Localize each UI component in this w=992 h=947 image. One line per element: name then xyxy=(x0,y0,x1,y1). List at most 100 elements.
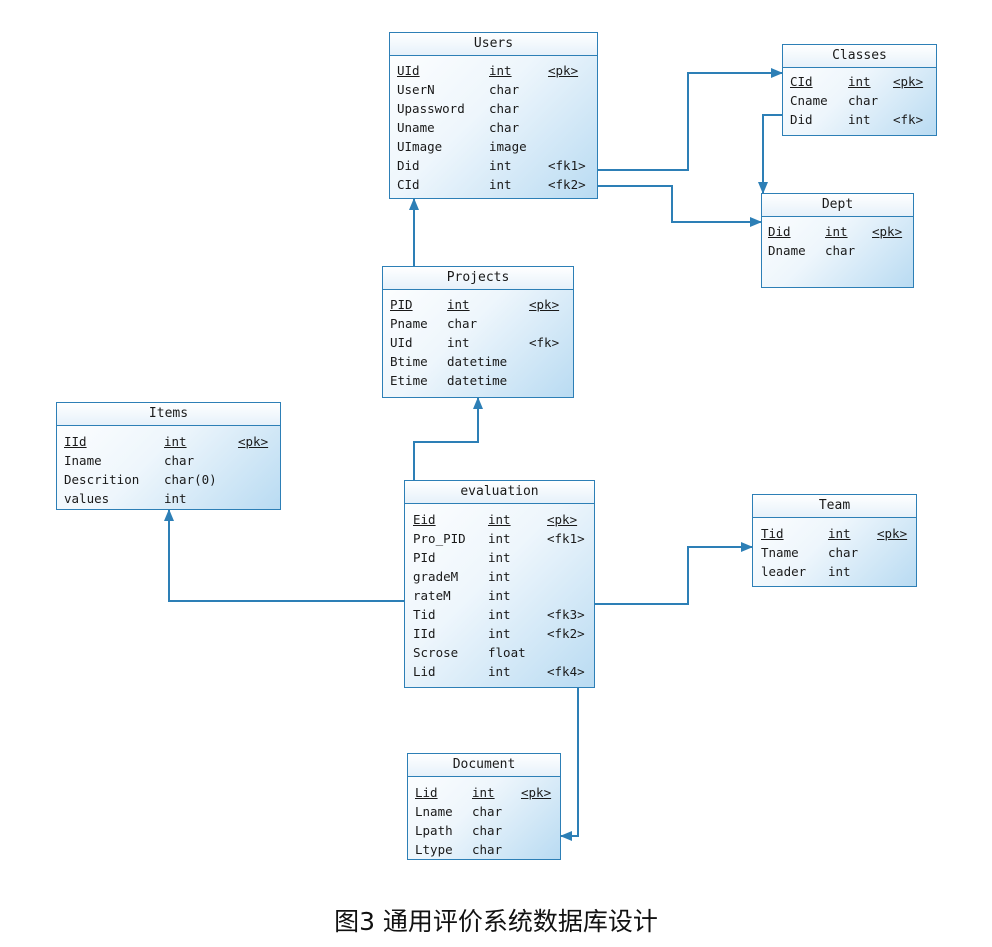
attribute-name: gradeM xyxy=(413,569,459,584)
entity-items[interactable]: Items IId int <pk> Iname char Descrition… xyxy=(56,402,281,510)
attribute-name: CId xyxy=(397,177,420,192)
attribute-name: Etime xyxy=(390,373,428,388)
entity-team[interactable]: Team Tid int <pk> Tname char leader int xyxy=(752,494,917,587)
attribute-key: <pk> xyxy=(893,74,924,89)
attribute-row: UserN char xyxy=(390,80,597,99)
attribute-name: Pro_PID xyxy=(413,531,466,546)
attribute-name: Lpath xyxy=(415,823,453,838)
attribute-row: Pname char xyxy=(383,314,573,333)
entity-title: Projects xyxy=(383,267,573,290)
attribute-name: Did xyxy=(397,158,420,173)
attribute-row: UImage image xyxy=(390,137,597,156)
attribute-type: char xyxy=(489,82,520,97)
attribute-name: Eid xyxy=(413,512,436,527)
entity-attributes: Tid int <pk> Tname char leader int xyxy=(753,517,916,586)
attribute-name: UId xyxy=(397,63,420,78)
attribute-name: Upassword xyxy=(397,101,465,116)
attribute-name: Tname xyxy=(761,545,799,560)
attribute-type: char xyxy=(472,842,503,857)
attribute-row: Btime datetime xyxy=(383,352,573,371)
entity-document[interactable]: Document Lid int <pk> Lname char Lpath c… xyxy=(407,753,561,860)
attribute-row: Did int <fk1> xyxy=(390,156,597,175)
attribute-row: Tname char xyxy=(753,543,916,562)
attribute-type: char xyxy=(472,804,503,819)
attribute-type: image xyxy=(489,139,527,154)
attribute-row: Uname char xyxy=(390,118,597,137)
entity-attributes: UId int <pk> UserN char Upassword char U… xyxy=(390,55,597,198)
attribute-type: int xyxy=(164,491,187,506)
attribute-key: <pk> xyxy=(547,512,578,527)
attribute-key: <pk> xyxy=(529,297,560,312)
entity-attributes: CId int <pk> Cname char Did int <fk> xyxy=(783,67,936,135)
attribute-type: int xyxy=(488,569,511,584)
attribute-name: Ltype xyxy=(415,842,453,857)
rel-evaluation-projects xyxy=(413,397,483,480)
attribute-row: Ltype char xyxy=(408,840,560,859)
entity-users[interactable]: Users UId int <pk> UserN char Upassword … xyxy=(389,32,598,199)
attribute-name: PID xyxy=(390,297,413,312)
attribute-type: int xyxy=(472,785,495,800)
attribute-key: <fk2> xyxy=(547,626,585,641)
attribute-type: int xyxy=(488,626,511,641)
entity-attributes: IId int <pk> Iname char Descrition char(… xyxy=(57,425,280,509)
attribute-type: int xyxy=(828,564,851,579)
entity-title: Dept xyxy=(762,194,913,217)
attribute-type: int xyxy=(164,434,187,449)
attribute-name: UId xyxy=(390,335,413,350)
rel-users-classes xyxy=(598,68,783,171)
attribute-type: float xyxy=(488,645,526,660)
attribute-row: Dname char xyxy=(762,241,913,260)
attribute-key: <pk> xyxy=(238,434,269,449)
attribute-name: IId xyxy=(64,434,87,449)
attribute-row: UId int <fk> xyxy=(383,333,573,352)
entity-attributes: Eid int <pk> Pro_PID int <fk1> PId int g… xyxy=(405,503,594,687)
attribute-name: Dname xyxy=(768,243,806,258)
attribute-key: <fk1> xyxy=(547,531,585,546)
attribute-type: char xyxy=(828,545,859,560)
rel-evaluation-document xyxy=(560,688,579,841)
attribute-row: Did int <pk> xyxy=(762,222,913,241)
entity-evaluation[interactable]: evaluation Eid int <pk> Pro_PID int <fk1… xyxy=(404,480,595,688)
attribute-key: <fk2> xyxy=(548,177,586,192)
entity-classes[interactable]: Classes CId int <pk> Cname char Did int … xyxy=(782,44,937,136)
attribute-type: int xyxy=(489,63,512,78)
attribute-type: int xyxy=(488,588,511,603)
entity-title: Team xyxy=(753,495,916,518)
attribute-type: datetime xyxy=(447,373,508,388)
attribute-row: CId int <fk2> xyxy=(390,175,597,194)
attribute-row: Lname char xyxy=(408,802,560,821)
entity-attributes: Did int <pk> Dname char xyxy=(762,216,913,287)
attribute-name: Lid xyxy=(413,664,436,679)
attribute-row: Etime datetime xyxy=(383,371,573,390)
attribute-key: <pk> xyxy=(548,63,579,78)
attribute-row: gradeM int xyxy=(405,567,594,586)
attribute-type: int xyxy=(489,158,512,173)
entity-dept[interactable]: Dept Did int <pk> Dname char xyxy=(761,193,914,288)
attribute-type: int xyxy=(447,297,470,312)
attribute-type: int xyxy=(488,512,511,527)
attribute-row: Cname char xyxy=(783,91,936,110)
entity-attributes: PID int <pk> Pname char UId int <fk> Bti… xyxy=(383,289,573,397)
attribute-row: values int xyxy=(57,489,280,508)
attribute-name: Cname xyxy=(790,93,828,108)
attribute-row: Scrose float xyxy=(405,643,594,662)
attribute-name: Lid xyxy=(415,785,438,800)
entity-title: Document xyxy=(408,754,560,777)
attribute-name: IId xyxy=(413,626,436,641)
entity-title: Users xyxy=(390,33,597,56)
attribute-row: UId int <pk> xyxy=(390,61,597,80)
attribute-name: CId xyxy=(790,74,813,89)
attribute-row: Iname char xyxy=(57,451,280,470)
attribute-type: char xyxy=(447,316,478,331)
attribute-type: char xyxy=(848,93,879,108)
rel-classes-dept xyxy=(758,114,782,194)
attribute-type: datetime xyxy=(447,354,508,369)
attribute-row: Upassword char xyxy=(390,99,597,118)
entity-projects[interactable]: Projects PID int <pk> Pname char UId int… xyxy=(382,266,574,398)
attribute-key: <fk> xyxy=(893,112,924,127)
attribute-row: IId int <pk> xyxy=(57,432,280,451)
attribute-row: Lid int <pk> xyxy=(408,783,560,802)
attribute-type: int xyxy=(488,550,511,565)
attribute-row: rateM int xyxy=(405,586,594,605)
